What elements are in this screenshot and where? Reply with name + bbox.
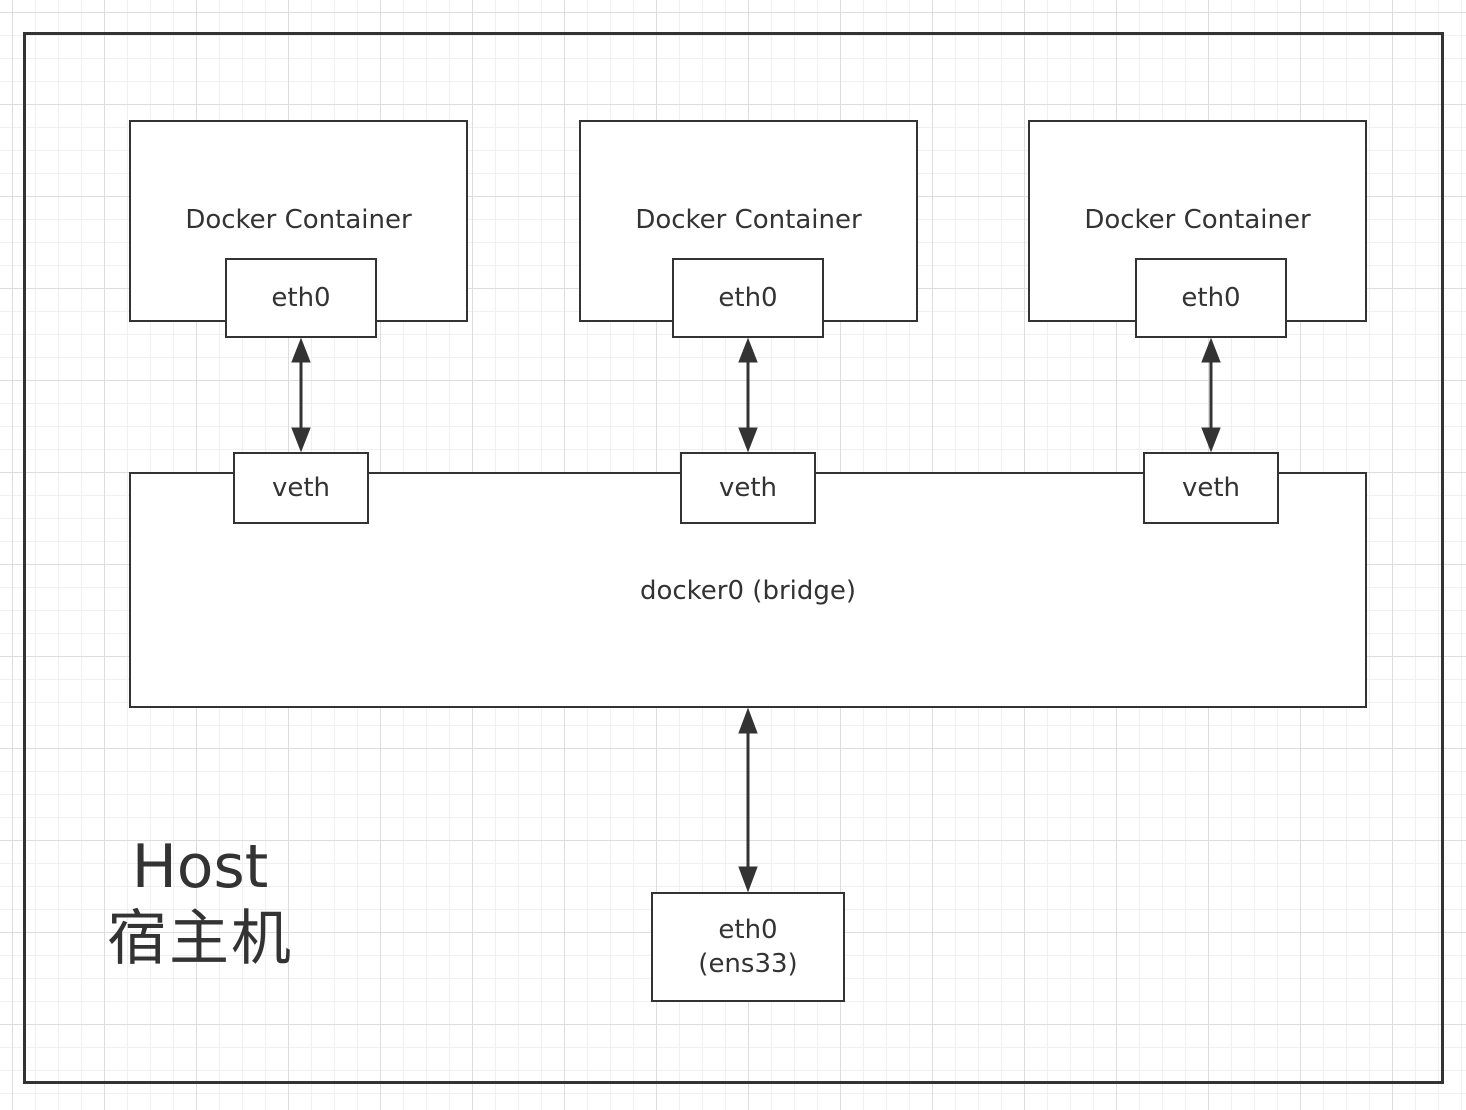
host-title-zh: 宿主机 xyxy=(107,904,293,974)
veth-label: veth xyxy=(271,473,331,503)
host-nic-name: eth0 xyxy=(718,915,778,945)
veth-3[interactable]: veth xyxy=(1143,452,1279,524)
container-eth0-3[interactable]: eth0 xyxy=(1135,258,1287,338)
interface-label: eth0 xyxy=(271,283,331,313)
host-eth0[interactable]: eth0 (ens33) xyxy=(651,892,845,1002)
interface-label: eth0 xyxy=(718,283,778,313)
container-eth0-1[interactable]: eth0 xyxy=(225,258,377,338)
veth-1[interactable]: veth xyxy=(233,452,369,524)
host-frame xyxy=(23,32,1444,1084)
host-title-en: Host xyxy=(131,832,269,902)
interface-label: eth0 xyxy=(1181,283,1241,313)
veth-label: veth xyxy=(718,473,778,503)
host-nic-alias: (ens33) xyxy=(698,949,798,979)
veth-label: veth xyxy=(1181,473,1241,503)
container-eth0-2[interactable]: eth0 xyxy=(672,258,824,338)
container-label: Docker Container xyxy=(1084,205,1311,235)
bridge-label: docker0 (bridge) xyxy=(639,576,857,606)
container-label: Docker Container xyxy=(185,205,412,235)
host-title: Host 宿主机 xyxy=(100,832,300,976)
container-label: Docker Container xyxy=(635,205,862,235)
veth-2[interactable]: veth xyxy=(680,452,816,524)
